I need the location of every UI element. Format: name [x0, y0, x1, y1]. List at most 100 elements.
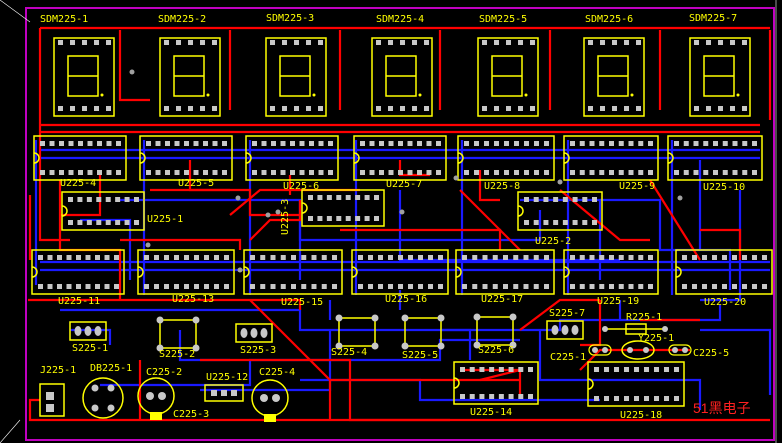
capacitor-c225-4[interactable] [251, 379, 289, 422]
chip-pin [618, 255, 624, 260]
chip-outline [353, 135, 447, 181]
seven-segment-display-3[interactable] [265, 37, 327, 117]
chip-pin [693, 141, 699, 146]
electrolytic-pad [158, 392, 166, 400]
chip-pin [369, 170, 375, 175]
cap-pad [602, 347, 608, 353]
switch-s225-6[interactable] [473, 313, 517, 349]
capacitor-c225-5[interactable] [668, 344, 692, 356]
chip-pin [484, 170, 489, 175]
switch-s225-4[interactable] [335, 314, 379, 350]
top-trace [28, 398, 770, 422]
switch-s225-7[interactable] [546, 320, 584, 340]
dip-chip-row2-2[interactable] [137, 249, 235, 295]
chip-pin [49, 170, 55, 175]
dip-chip-row2-1[interactable] [31, 249, 125, 295]
display-dot [206, 93, 210, 97]
dip-chip-u225-2[interactable] [517, 191, 603, 231]
seven-segment-display-5[interactable] [477, 37, 539, 117]
chip-notch [353, 152, 360, 164]
seven-segment-display-1[interactable] [53, 37, 115, 117]
dip-chip-row1-2[interactable] [139, 135, 233, 181]
seven-segment-display-7[interactable] [689, 37, 751, 117]
chip-notch [667, 152, 674, 164]
dip-chip-row1-1[interactable] [33, 135, 127, 181]
dip-chip-row2-7[interactable] [675, 249, 773, 295]
chip-pin [654, 396, 659, 401]
chip-pin [212, 141, 218, 146]
resistor-r225-1[interactable] [602, 323, 668, 335]
dip-chip-row2-5[interactable] [455, 249, 555, 295]
dip-chip-row1-5[interactable] [457, 135, 555, 181]
connector-pad [46, 392, 54, 400]
chip-pin [638, 170, 644, 175]
chip-pin [388, 170, 394, 175]
dip-chip-u225-14[interactable] [453, 361, 539, 405]
crystal-y225-1[interactable] [621, 340, 655, 360]
display-pad [270, 106, 275, 111]
chip-pin [106, 170, 112, 175]
button-pad [437, 314, 445, 322]
switch-s225-3[interactable] [235, 323, 273, 343]
seven-segment-display-4[interactable] [371, 37, 433, 117]
chip-pin [703, 170, 709, 175]
chip-pin [534, 141, 539, 146]
capacitor-c225-1[interactable] [588, 344, 612, 356]
label-u225-7: U225-7 [386, 179, 423, 190]
bridge-rectifier-db225-1[interactable] [82, 377, 124, 419]
chip-pin [280, 255, 286, 260]
chip-pin [533, 220, 539, 225]
dip-chip-u225-3[interactable] [301, 189, 385, 227]
connector-j225-1[interactable] [39, 383, 65, 417]
chip-pin [115, 197, 121, 202]
bottom-trace [70, 328, 112, 345]
chip-pin [484, 141, 489, 146]
display-pad [718, 40, 723, 45]
chip-pin [252, 141, 257, 146]
chip-pin [609, 170, 614, 175]
display-pad [58, 40, 63, 45]
chip-pin [528, 394, 533, 399]
chip-pin [378, 255, 383, 260]
chip-pin [572, 220, 578, 225]
regulator-u225-12[interactable] [204, 384, 244, 402]
chip-pin [702, 255, 707, 260]
chip-pin [474, 170, 479, 175]
chip-pin [96, 220, 102, 225]
capacitor-c225-2[interactable] [137, 377, 175, 420]
switch-s225-5[interactable] [401, 314, 445, 350]
chip-pin [638, 141, 644, 146]
seven-segment-display-2[interactable] [159, 37, 221, 117]
dip-chip-row2-6[interactable] [563, 249, 659, 295]
dip-chip-row1-6[interactable] [563, 135, 659, 181]
dip-chip-row1-7[interactable] [667, 135, 763, 181]
switch-s225-1[interactable] [69, 321, 107, 341]
chip-pin [426, 170, 432, 175]
chip-pin [76, 284, 81, 289]
chip-pin [544, 141, 549, 146]
chip-pin [388, 284, 393, 289]
chip-pin [712, 255, 717, 260]
button-outline [338, 317, 376, 347]
display-pad [270, 40, 275, 45]
display-pad [318, 106, 323, 111]
chip-pin [579, 255, 585, 260]
dip-chip-row2-4[interactable] [351, 249, 449, 295]
dip-chip-u225-1[interactable] [61, 191, 145, 231]
switch-s225-2[interactable] [156, 316, 200, 352]
chip-pin [309, 141, 314, 146]
seven-segment-display-6[interactable] [583, 37, 645, 117]
bridge-pad [107, 384, 115, 392]
dip-chip-row1-3[interactable] [245, 135, 339, 181]
display-pad [376, 106, 381, 111]
dip-chip-u225-18[interactable] [587, 361, 685, 407]
chip-pin [462, 284, 467, 289]
chip-pin [582, 220, 588, 225]
dip-chip-row2-3[interactable] [243, 249, 343, 295]
dip-chip-row1-4[interactable] [353, 135, 447, 181]
bridge-pad [91, 384, 99, 392]
chip-pin [594, 396, 599, 401]
